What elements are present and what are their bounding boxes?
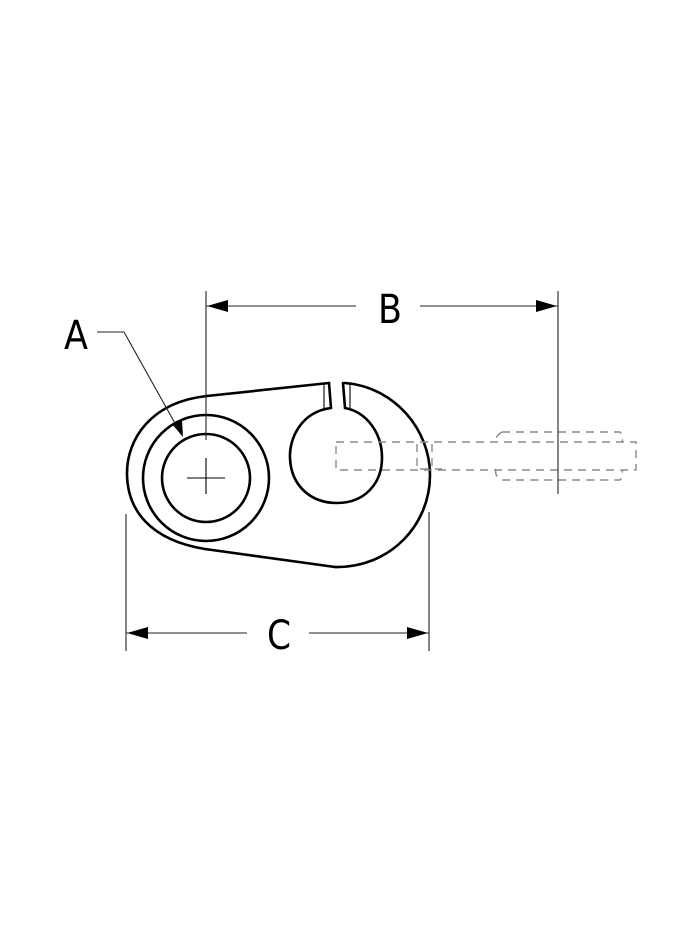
body-right-lobe	[333, 381, 432, 569]
clamp-body	[125, 381, 432, 569]
c-arrow-right-icon	[407, 627, 428, 639]
clamp-bore	[288, 406, 384, 505]
bolt-shank	[335, 441, 637, 471]
body-left-lobe	[125, 394, 209, 551]
body-bottom-edge	[203, 547, 337, 569]
dimension-c: C	[125, 512, 430, 659]
slot-right-wall	[341, 381, 347, 410]
slot-left-wall	[327, 381, 333, 410]
dimension-label-a: A	[64, 313, 89, 359]
dimension-label-c: C	[267, 613, 291, 659]
a-arrow-icon	[172, 420, 183, 437]
dimension-b: B	[205, 287, 559, 494]
body-top-edge	[205, 381, 331, 398]
hidden-bolt	[335, 431, 637, 481]
bolt-barrel	[494, 431, 624, 481]
a-leader-line	[123, 331, 182, 435]
bolt-step-2	[431, 444, 442, 470]
bolt-step-1	[416, 444, 428, 470]
b-arrow-left-icon	[207, 300, 228, 312]
b-arrow-right-icon	[536, 300, 557, 312]
dimension-label-b: B	[378, 287, 402, 333]
dimension-a: A	[64, 313, 183, 437]
c-arrow-left-icon	[127, 627, 148, 639]
